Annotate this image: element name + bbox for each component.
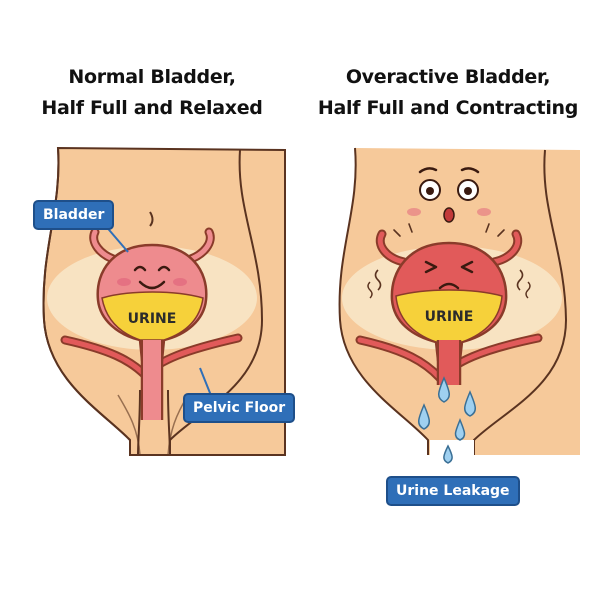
- left-title-line2: Half Full and Relaxed: [41, 97, 263, 119]
- right-urine-label: URINE: [424, 309, 474, 325]
- drop: [454, 418, 466, 441]
- left-title-line1: Normal Bladder,: [68, 66, 236, 88]
- right-panel-title: Overactive Bladder, Half Full and Contra…: [298, 62, 598, 124]
- drop: [418, 403, 430, 430]
- urine-drops: [418, 376, 476, 464]
- drop: [464, 390, 476, 417]
- right-title-line1: Overactive Bladder,: [345, 66, 551, 88]
- left-urine-fill: [101, 291, 204, 341]
- urine-leakage-label: Urine Leakage: [386, 476, 520, 506]
- pelvic-floor-label: Pelvic Floor: [183, 393, 296, 423]
- left-panel-title: Normal Bladder, Half Full and Relaxed: [2, 62, 302, 124]
- drop: [438, 376, 450, 403]
- right-urine-fill: [395, 289, 503, 343]
- right-bladder: [367, 223, 531, 385]
- surprised-mouth: [443, 207, 455, 223]
- drop: [443, 444, 453, 464]
- left-bladder: [96, 243, 208, 420]
- left-urine-label: URINE: [127, 311, 177, 327]
- left-navel: [149, 211, 154, 227]
- right-title-line2: Half Full and Contracting: [317, 97, 579, 119]
- bladder-label: Bladder: [33, 200, 115, 230]
